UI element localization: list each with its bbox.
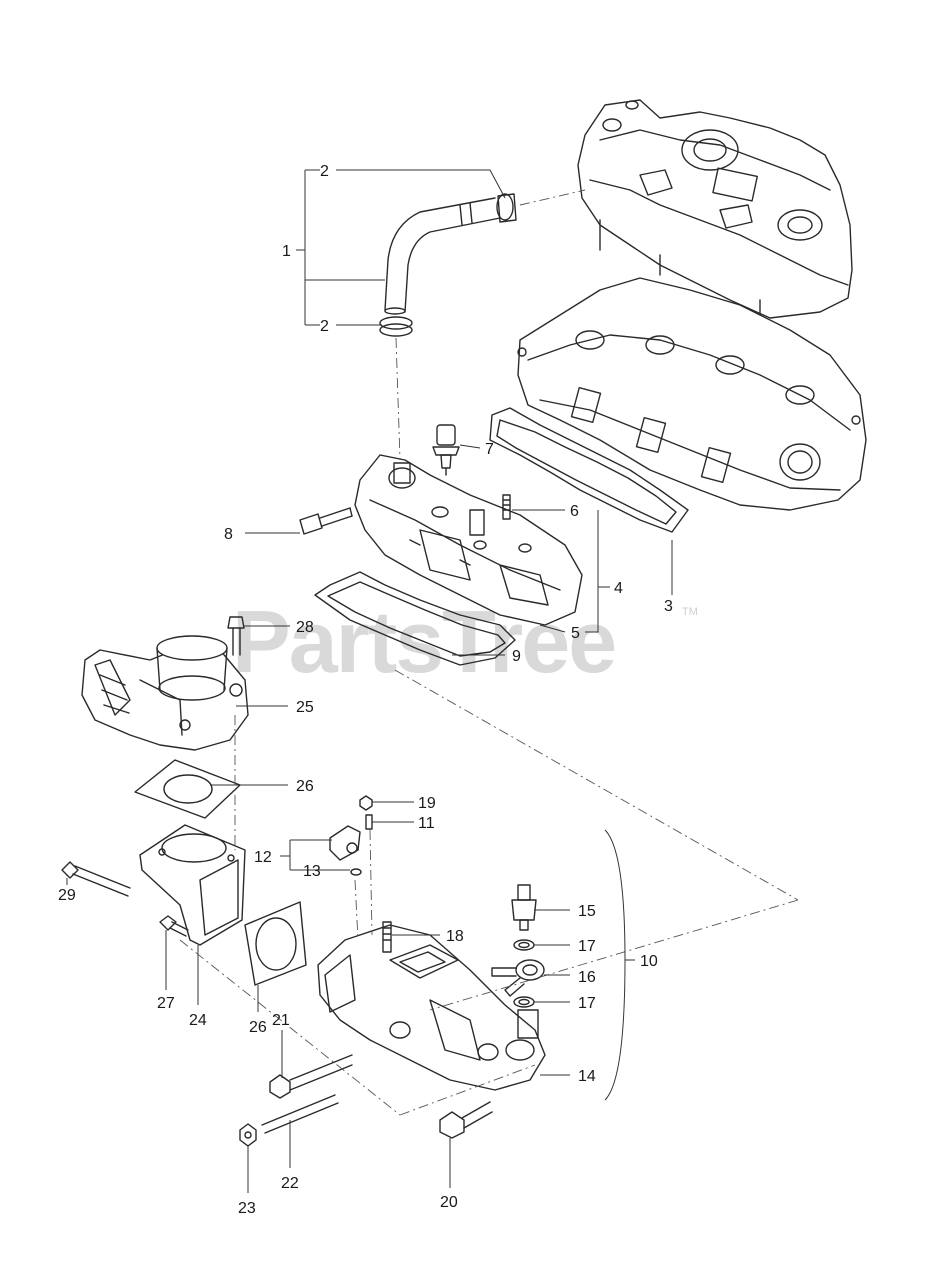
intake-manifold-part (354, 454, 583, 626)
throttle-adapter-part (139, 824, 246, 946)
callout-12: 12 (254, 849, 272, 866)
callout-8: 8 (224, 526, 233, 543)
callout-21: 21 (272, 1012, 290, 1029)
callout-17-upper: 17 (578, 938, 596, 955)
callout-24: 24 (189, 1012, 207, 1029)
nut-part (359, 795, 373, 811)
manifold-gasket-part (314, 571, 516, 666)
long-bolt-part (61, 861, 131, 897)
sensor-assembly-part (329, 825, 361, 861)
head-gasket-part (489, 407, 689, 533)
callout-17-lower: 17 (578, 995, 596, 1012)
callout-25: 25 (296, 699, 314, 716)
throttle-gasket-lower-part (244, 901, 307, 986)
hose-clamp-upper-part (496, 193, 517, 223)
callout-3: 3 (664, 598, 673, 615)
cylinder-head-part (517, 277, 867, 511)
intake-stud-part (382, 921, 392, 953)
washer-upper-part (513, 939, 535, 951)
callout-13: 13 (303, 863, 321, 880)
callout-26-upper: 26 (296, 778, 314, 795)
valve-cover-part (577, 99, 853, 319)
callout-27: 27 (157, 995, 175, 1012)
throttle-body-part (81, 635, 249, 751)
short-bolt-part (159, 915, 189, 937)
washer-lower-part (513, 996, 535, 1008)
callout-9: 9 (512, 648, 521, 665)
o-ring-part (350, 868, 362, 876)
nut-23-part (239, 1123, 257, 1147)
breather-hose-part (384, 197, 501, 315)
callout-23: 23 (238, 1200, 256, 1217)
callout-19: 19 (418, 795, 436, 812)
callout-14: 14 (578, 1068, 596, 1085)
callout-20: 20 (440, 1194, 458, 1211)
callout-10: 10 (640, 953, 658, 970)
callout-26-lower: 26 (249, 1019, 267, 1036)
bolt-22-part (261, 1094, 339, 1134)
throttle-bolt-part (227, 616, 245, 656)
flange-bolt-part (299, 507, 353, 535)
bolt-20-part (439, 1101, 493, 1139)
hose-clamp-lower-part (379, 316, 413, 337)
callout-29: 29 (58, 887, 76, 904)
callout-11: 11 (418, 815, 435, 832)
callout-18: 18 (446, 928, 464, 945)
screw-part (365, 814, 373, 830)
callout-1: 1 (282, 243, 291, 260)
callout-2-upper: 2 (320, 163, 329, 180)
callout-5: 5 (571, 625, 580, 642)
throttle-gasket-upper-part (134, 759, 241, 819)
callout-6: 6 (570, 503, 579, 520)
temperature-sensor-part (432, 424, 460, 476)
fitting-part (511, 884, 537, 931)
intake-body-part (317, 924, 546, 1091)
callout-16: 16 (578, 969, 596, 986)
callout-2-lower: 2 (320, 318, 329, 335)
stud-part (502, 494, 511, 520)
banjo-fitting-part (491, 959, 545, 997)
callout-4: 4 (614, 580, 623, 597)
callout-22: 22 (281, 1175, 299, 1192)
callout-7: 7 (485, 441, 494, 458)
callout-15: 15 (578, 903, 596, 920)
callout-28: 28 (296, 619, 314, 636)
watermark-tm: TM (682, 606, 698, 618)
